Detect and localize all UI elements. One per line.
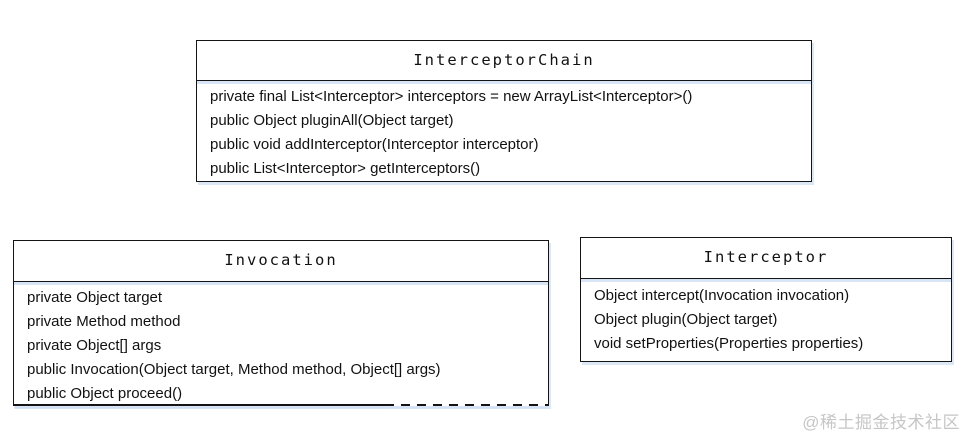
class-member: void setProperties(Properties properties… (594, 334, 864, 352)
class-member: public void addInterceptor(Interceptor i… (210, 135, 539, 153)
class-member: private final List<Interceptor> intercep… (210, 88, 693, 105)
class-box-invocation: Invocation private Object target private… (13, 240, 549, 406)
class-box-interceptorchain: InterceptorChain private final List<Inte… (196, 40, 812, 182)
watermark-text: @稀土掘金技术社区 (802, 413, 960, 432)
class-member: Object plugin(Object target) (594, 310, 778, 328)
class-member: public Object pluginAll(Object target) (210, 111, 454, 129)
class-box-interceptor: Interceptor Object intercept(Invocation … (580, 237, 952, 362)
class-member: private Object target (27, 289, 163, 306)
class-member: public Object proceed() (27, 384, 183, 402)
class-members-interceptorchain: private final List<Interceptor> intercep… (197, 81, 811, 181)
class-member: private Method method (27, 312, 181, 330)
class-title-invocation: Invocation (14, 241, 548, 282)
class-title-interceptorchain: InterceptorChain (197, 41, 811, 81)
invocation-bottom-border-solid (14, 404, 385, 406)
class-members-interceptor: Object intercept(Invocation invocation) … (581, 279, 951, 356)
class-title-interceptor: Interceptor (581, 238, 951, 279)
class-members-invocation: private Object target private Method met… (14, 282, 548, 406)
invocation-bottom-border-dashed (385, 404, 548, 406)
class-member: public Invocation(Object target, Method … (27, 360, 441, 378)
class-member: private Object[] args (27, 336, 162, 354)
class-member: public List<Interceptor> getInterceptors… (210, 159, 481, 177)
class-member: Object intercept(Invocation invocation) (594, 287, 850, 304)
